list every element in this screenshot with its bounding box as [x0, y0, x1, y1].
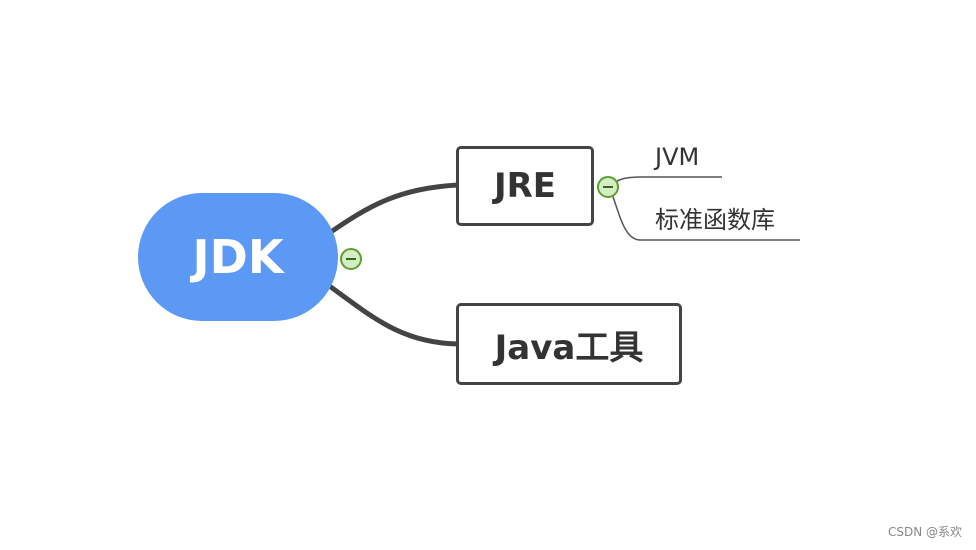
link-jdk-java-tools	[326, 282, 459, 347]
watermark: CSDN @系欢	[887, 525, 962, 539]
leaf-jvm[interactable]: JVM	[655, 143, 700, 171]
link-jre-jvm	[608, 176, 722, 188]
root-node-jdk[interactable]: JDK	[138, 193, 338, 321]
node-java-tools[interactable]: Java工具	[456, 303, 682, 385]
collapse-toggle-jre[interactable]	[597, 176, 619, 198]
link-jdk-jre	[326, 182, 459, 237]
leaf-standard-library[interactable]: 标准函数库	[655, 206, 775, 234]
node-jre[interactable]: JRE	[456, 146, 594, 226]
collapse-toggle-jdk[interactable]	[340, 248, 362, 270]
